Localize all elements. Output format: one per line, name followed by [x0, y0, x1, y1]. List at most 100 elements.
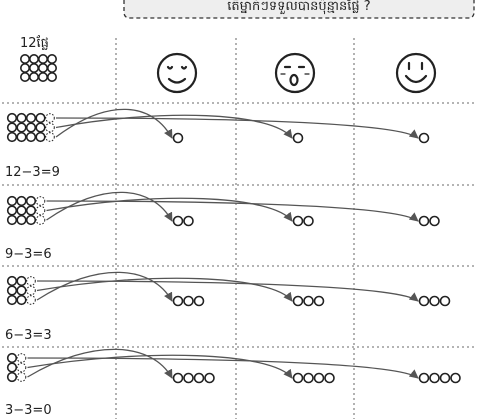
removed-fruit-circle	[16, 353, 27, 363]
received-fruit-circle	[183, 295, 194, 307]
smiling-face-icon	[156, 52, 198, 94]
received-fruit-circle	[418, 372, 430, 384]
arrow	[46, 191, 173, 222]
fruit-circle	[16, 294, 27, 306]
removed-fruit-circle	[45, 132, 55, 142]
fruit-circle	[16, 205, 27, 216]
received-fruit-circle	[418, 295, 430, 307]
received-fruit-circle	[172, 295, 184, 307]
fruit-circle	[46, 62, 57, 73]
fruit-circle	[28, 53, 39, 64]
equation-label: 3−3=0	[5, 403, 52, 418]
fruit-circle	[16, 275, 27, 287]
arrow	[27, 357, 419, 379]
received-fruit-circle	[172, 372, 184, 384]
distribution-row	[6, 191, 440, 227]
fruit-circle	[37, 53, 48, 64]
arrow	[27, 348, 173, 379]
fruit-circle	[35, 122, 46, 133]
fruit-circle	[46, 53, 57, 64]
arrow	[55, 117, 419, 139]
received-fruit-circle	[303, 372, 314, 384]
fruit-circle	[16, 122, 27, 133]
received-fruit-circle	[172, 215, 184, 227]
received-fruit-circle	[450, 372, 461, 384]
grinning-face-icon	[395, 52, 437, 94]
fruit-circle	[16, 112, 27, 124]
fruit-circle	[6, 205, 18, 216]
received-fruit-circle	[313, 372, 325, 384]
removed-fruit-circle	[16, 372, 27, 382]
removed-fruit-circle	[35, 215, 46, 225]
removed-fruit-circle	[26, 276, 36, 286]
equation-label: 9−3=6	[5, 247, 52, 262]
distribution-row	[6, 348, 461, 384]
arrow	[36, 280, 419, 302]
fruit-circle	[35, 112, 46, 124]
equation-label: 6−3=3	[5, 328, 52, 343]
fruit-circle	[25, 131, 37, 143]
arrow	[36, 271, 173, 302]
received-fruit-circle	[172, 132, 184, 144]
removed-fruit-circle	[26, 285, 36, 296]
grid	[2, 38, 477, 419]
fruit-circle	[16, 195, 27, 207]
received-fruit-circle	[183, 372, 194, 384]
received-fruit-circle	[292, 215, 304, 227]
question-bubble: តើម្នាក់ៗទទួលបានប៉ុន្មានផ្លែ ?	[123, 0, 475, 19]
fruit-circle	[16, 131, 27, 143]
arrow	[55, 114, 293, 139]
question-text: តើម្នាក់ៗទទួលបានប៉ុន្មានផ្លែ ?	[227, 0, 370, 15]
fruit-circle	[6, 352, 18, 364]
received-fruit-circle	[439, 372, 451, 384]
removed-fruit-circle	[16, 362, 27, 373]
fruit-circle	[46, 72, 57, 83]
surprised-face-icon	[274, 52, 316, 94]
fruit-circle	[6, 112, 18, 124]
arrow	[55, 108, 173, 139]
arrow	[46, 200, 419, 222]
removed-fruit-circle	[45, 113, 55, 123]
fruit-circle	[16, 214, 27, 226]
received-fruit-circle	[204, 372, 215, 384]
fruit-circle	[35, 131, 46, 143]
received-fruit-circle	[429, 295, 440, 307]
fruit-circle	[16, 285, 27, 296]
removed-fruit-circle	[35, 196, 46, 206]
equation-label: 12−3=9	[5, 165, 60, 180]
fruit-circle	[6, 195, 18, 207]
received-fruit-circle	[292, 132, 304, 144]
received-fruit-circle	[193, 295, 205, 307]
received-fruit-circle	[303, 295, 314, 307]
distribution-row	[6, 271, 451, 307]
received-fruit-circle	[292, 372, 304, 384]
fruit-circle	[37, 72, 48, 83]
fruit-circle	[25, 195, 37, 207]
received-fruit-circle	[313, 295, 325, 307]
fruit-circle	[6, 214, 18, 226]
fruit-circle	[25, 122, 37, 133]
removed-fruit-circle	[45, 122, 55, 133]
fruit-circle	[6, 122, 18, 133]
fruit-pile	[19, 53, 57, 83]
fruit-circle	[19, 53, 30, 64]
received-fruit-circle	[193, 372, 205, 384]
fruit-circle	[6, 275, 18, 287]
received-fruit-circle	[429, 372, 440, 384]
received-fruit-circle	[418, 215, 430, 227]
fruit-circle	[19, 72, 30, 83]
fruit-circle	[6, 131, 18, 143]
fruit-circle	[25, 205, 37, 216]
fruit-circle	[6, 294, 18, 306]
received-fruit-circle	[429, 215, 440, 227]
removed-fruit-circle	[26, 295, 36, 305]
total-fruit-label: 12ផ្លែ	[20, 34, 49, 51]
received-fruit-circle	[303, 215, 314, 227]
fruit-circle	[25, 112, 37, 124]
fruit-circle	[6, 371, 18, 383]
arrow	[36, 277, 293, 302]
fruit-circle	[28, 72, 39, 83]
distribution-rows	[6, 108, 461, 384]
received-fruit-circle	[439, 295, 451, 307]
